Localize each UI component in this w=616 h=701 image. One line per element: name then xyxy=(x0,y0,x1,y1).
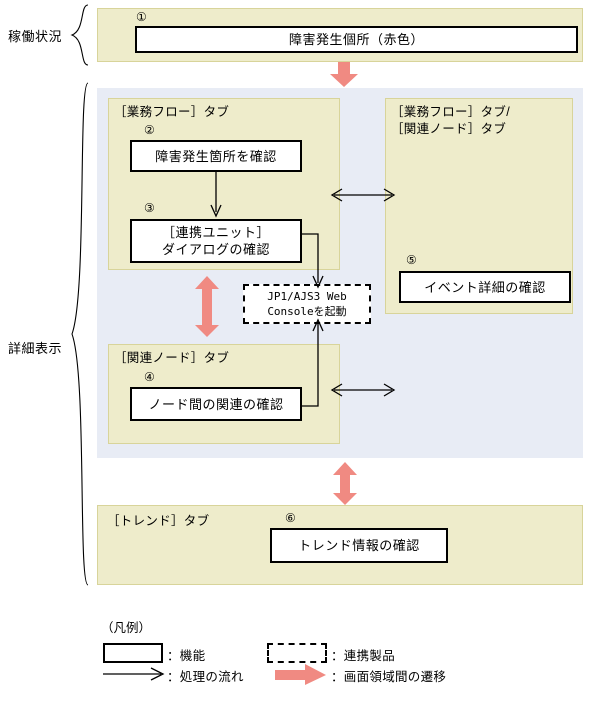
step-number-4: ④ xyxy=(144,370,155,384)
partner-product-box-line2: Consoleを起動 xyxy=(267,305,347,318)
side-label-operating-status: 稼働状況 xyxy=(8,29,63,44)
brace-detail-display xyxy=(71,82,89,586)
legend-label-screen-transition: ：画面領域間の遷移 xyxy=(331,670,447,684)
function-box-linked-unit-dialog[interactable]: ［連携ユニット］ ダイアログの確認 xyxy=(130,219,302,263)
transition-arrow-down-1 xyxy=(330,62,358,87)
legend-icon-process-flow-arrow xyxy=(103,667,165,681)
function-box-event-detail[interactable]: イベント詳細の確認 xyxy=(399,271,571,303)
process-arrow-horizontal-top xyxy=(330,188,396,202)
transition-arrow-vertical-left xyxy=(195,276,219,337)
process-arrow-horizontal-bottom xyxy=(330,383,396,397)
panel-title-right-tabs-line2: ［関連ノード］タブ xyxy=(391,122,507,136)
side-label-detail-display: 詳細表示 xyxy=(8,341,63,356)
step-number-3: ③ xyxy=(144,201,155,215)
legend-icon-screen-transition-arrow xyxy=(275,664,326,685)
partner-product-box-line1: JP1/AJS3 Web xyxy=(267,290,347,303)
step-number-5: ⑤ xyxy=(406,253,417,267)
panel-title-trend-tab: ［トレンド］タブ xyxy=(107,514,210,528)
step-number-1: ① xyxy=(136,10,147,24)
legend-swatch-function xyxy=(103,643,163,663)
transition-arrow-vertical-bottom xyxy=(333,462,357,505)
step-number-2: ② xyxy=(144,123,155,137)
function-box-node-relation[interactable]: ノード間の関連の確認 xyxy=(130,387,302,421)
partner-product-box[interactable]: JP1/AJS3 Web Consoleを起動 xyxy=(243,284,371,324)
function-box-check-fault-location[interactable]: 障害発生箇所を確認 xyxy=(130,140,302,172)
function-box-trend-info[interactable]: トレンド情報の確認 xyxy=(270,528,448,563)
process-arrow-4-to-partner xyxy=(300,318,324,407)
legend-label-process-flow: ：処理の流れ xyxy=(167,670,244,684)
step-number-6: ⑥ xyxy=(285,511,296,525)
panel-title-related-node-tab: ［関連ノード］タブ xyxy=(114,351,230,365)
panel-title-business-flow-tab: ［業務フロー］タブ xyxy=(114,105,230,119)
legend-label-partner-product: ：連携製品 xyxy=(331,649,396,663)
function-box-fault-location[interactable]: 障害発生個所（赤色） xyxy=(135,26,578,53)
panel-title-right-tabs-line1: ［業務フロー］タブ/ xyxy=(391,105,510,119)
process-arrow-3-to-partner xyxy=(300,233,324,289)
function-box-linked-unit-dialog-line1: ［連携ユニット］ xyxy=(161,225,270,240)
process-arrow-2-to-3 xyxy=(210,172,222,218)
legend-title: （凡例） xyxy=(101,621,152,635)
legend-label-function: ：機能 xyxy=(167,649,206,663)
legend-swatch-partner-product xyxy=(267,643,327,663)
brace-operating-status xyxy=(70,4,89,66)
function-box-linked-unit-dialog-line2: ダイアログの確認 xyxy=(161,242,270,257)
panel-title-right-tabs: ［業務フロー］タブ/ ［関連ノード］タブ xyxy=(391,104,510,138)
